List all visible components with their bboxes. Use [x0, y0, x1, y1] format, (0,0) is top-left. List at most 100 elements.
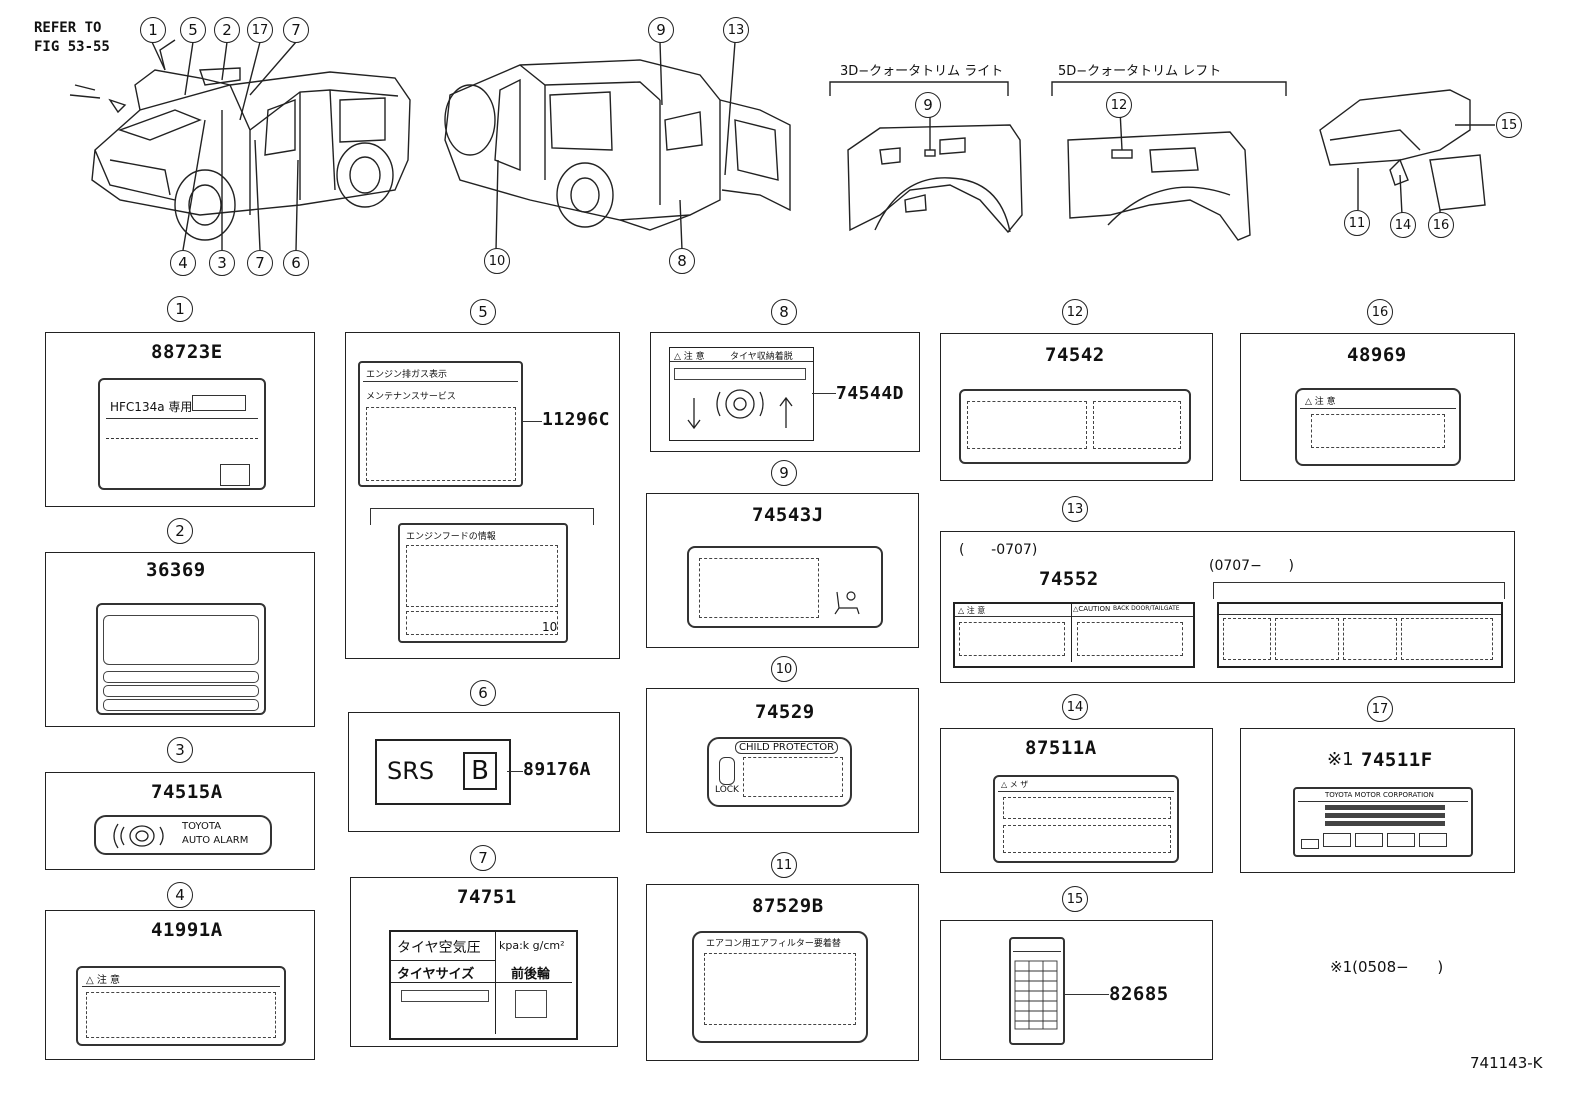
part-number-89176A[interactable]: 89176A — [523, 759, 592, 780]
srs-b-text: B — [463, 752, 497, 790]
front-rear-text: 前後輪 — [511, 967, 551, 982]
part-box-6: SRS B 89176A — [348, 712, 620, 832]
part-number-74543J[interactable]: 74543J — [752, 504, 824, 526]
caution-4-text: △ 注 意 — [86, 975, 121, 986]
callout-6-top: 6 — [283, 250, 309, 276]
callout-1-top: 1 — [140, 17, 166, 43]
part-box-16: 48969 △ 注 意 — [1240, 333, 1515, 481]
callout-16-top: 16 — [1428, 212, 1454, 238]
hfc-text: HFC134a 専用 — [110, 400, 193, 414]
footnote-date-range: ※1(0508− ) — [1330, 958, 1444, 976]
callout-13: 13 — [1062, 496, 1088, 522]
back-door-text: BACK DOOR/TAILGATE — [1113, 605, 1180, 612]
refer-line1: REFER TO — [34, 20, 102, 36]
caution-13-text: △ 注 意 — [958, 606, 986, 615]
part-box-5: エンジン排ガス表示 メンテナンスサービス 11296C エンジンフードの情報 1… — [345, 332, 620, 659]
label-tire-storage: △ 注 意 タイヤ収納着脱 — [669, 347, 814, 441]
callout-5-top: 5 — [180, 17, 206, 43]
car-alarm-icon — [113, 823, 164, 849]
ten-text: 10 — [542, 620, 558, 634]
part-box-3: 74515A TOYOTA AUTO ALARM — [45, 772, 315, 870]
vehicle-illustrations — [69, 39, 1495, 251]
part-number-74544D[interactable]: 74544D — [836, 383, 905, 404]
drawing-id: 741143-K — [1470, 1054, 1543, 1072]
part-number-74529[interactable]: 74529 — [755, 701, 815, 723]
maintenance-text: メンテナンスサービス — [366, 392, 456, 402]
part-number-41991A[interactable]: 41991A — [151, 919, 223, 941]
part-number-87511A[interactable]: 87511A — [1025, 737, 1097, 759]
label-74543J — [687, 546, 883, 628]
callout-3-top: 3 — [209, 250, 235, 276]
toyota-motor-text: TOYOTA MOTOR CORPORATION — [1325, 791, 1434, 799]
callout-10-top: 10 — [484, 248, 510, 274]
caution-13b-text: △CAUTION — [1073, 605, 1111, 613]
label-36369 — [96, 603, 266, 715]
label-13-new — [1217, 602, 1503, 668]
part-number-36369[interactable]: 36369 — [146, 559, 206, 581]
part-number-87529B[interactable]: 87529B — [752, 895, 824, 917]
part-number-74552[interactable]: 74552 — [1039, 568, 1099, 590]
callout-7-top: 7 — [283, 17, 309, 43]
engine-hood-text: エンジンフードの情報 — [406, 532, 496, 542]
part-number-48969[interactable]: 48969 — [1347, 344, 1407, 366]
label-74552: △ 注 意 △CAUTION BACK DOOR/TAILGATE — [953, 602, 1195, 668]
callout-3: 3 — [167, 737, 193, 763]
trim-header-5d-left: 5D−クォータトリム レフト — [1058, 64, 1222, 79]
part-box-8: △ 注 意 タイヤ収納着脱 74544D — [650, 332, 920, 452]
label-74511F: TOYOTA MOTOR CORPORATION — [1293, 787, 1473, 857]
seat-icon — [834, 591, 860, 615]
callout-12: 12 — [1062, 299, 1088, 325]
callout-7: 7 — [470, 845, 496, 871]
callout-11: 11 — [771, 852, 797, 878]
lock-text: LOCK — [715, 785, 739, 795]
label-82685 — [1009, 937, 1065, 1045]
label-auto-alarm: TOYOTA AUTO ALARM — [94, 815, 272, 855]
part-number-74751[interactable]: 74751 — [457, 886, 517, 908]
label-41991A: △ 注 意 — [76, 966, 286, 1046]
callout-8: 8 — [771, 299, 797, 325]
callout-15: 15 — [1062, 886, 1088, 912]
label-74542 — [959, 389, 1191, 464]
tire-pressure-text: タイヤ空気圧 — [397, 940, 481, 956]
part-number-74511F[interactable]: 74511F — [1361, 749, 1433, 771]
child-protector-text: CHILD PROTECTOR — [735, 741, 839, 754]
label-tire-pressure: タイヤ空気圧 kpa:k g/cm² タイヤサイズ 前後輪 — [389, 930, 578, 1040]
part-number-82685[interactable]: 82685 — [1109, 983, 1169, 1005]
srs-text: SRS — [387, 757, 435, 785]
callout-2-top: 2 — [214, 17, 240, 43]
part-box-2: 36369 — [45, 552, 315, 727]
part-number-88723E[interactable]: 88723E — [151, 341, 223, 363]
part-box-10: 74529 CHILD PROTECTOR LOCK — [646, 688, 919, 833]
part-number-11296C[interactable]: 11296C — [542, 409, 611, 430]
part-box-9: 74543J — [646, 493, 919, 648]
refer-note: REFER TO FIG 53-55 — [34, 19, 110, 57]
label-aircon-filter: エアコン用エアフィルター要着替 — [692, 931, 868, 1043]
label-87511A: △ メ ザ — [993, 775, 1179, 863]
bracket-5 — [370, 508, 594, 525]
callout-15-top: 15 — [1496, 112, 1522, 138]
callout-4: 4 — [167, 882, 193, 908]
engine-label-text: エンジン排ガス表示 — [366, 370, 448, 380]
part-number-74515A[interactable]: 74515A — [151, 781, 223, 803]
aircon-filter-text: エアコン用エアフィルター要着替 — [706, 939, 841, 949]
part-box-1: 88723E HFC134a 専用 — [45, 332, 315, 507]
date-range-13a: ( -0707) — [959, 542, 1038, 558]
label-engine-hood: エンジンフードの情報 10 — [398, 523, 568, 643]
callout-7b-top: 7 — [247, 250, 273, 276]
trim-header-3d-right: 3D−クォータトリム ライト — [840, 64, 1004, 79]
callout-12-trim: 12 — [1106, 92, 1132, 118]
callout-4-top: 4 — [170, 250, 196, 276]
part-number-74542[interactable]: 74542 — [1045, 344, 1105, 366]
part-box-13: ( -0707) 74552 △ 注 意 △CAUTION BACK DOOR/… — [940, 531, 1515, 683]
callout-10: 10 — [771, 656, 797, 682]
callout-9: 9 — [771, 460, 797, 486]
label-srs: SRS B — [375, 739, 511, 805]
tire-caution-text: △ 注 意 — [674, 352, 705, 362]
caution-14-text: △ メ ザ — [1001, 780, 1029, 789]
callout-9-trim: 9 — [915, 92, 941, 118]
callout-17: 17 — [1367, 696, 1393, 722]
bracket-13 — [1213, 582, 1505, 599]
refer-line2: FIG 53-55 — [34, 39, 110, 55]
label-48969: △ 注 意 — [1295, 388, 1461, 466]
part-box-12: 74542 — [940, 333, 1213, 481]
